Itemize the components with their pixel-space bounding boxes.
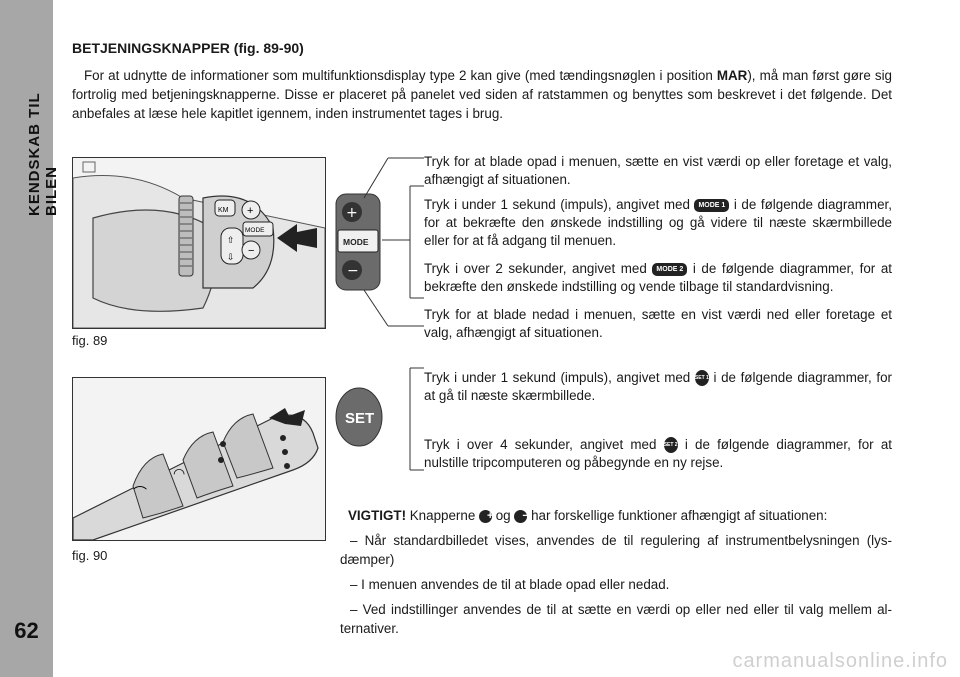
important-item: – Når standardbilledet vises, anvendes d… xyxy=(340,533,892,567)
svg-text:⌒: ⌒ xyxy=(133,485,147,501)
svg-text:MODE: MODE xyxy=(245,227,265,234)
page-number: 62 xyxy=(14,618,39,643)
mode-button-panel: + MODE − xyxy=(334,192,382,292)
mode1-icon: MODE 1 xyxy=(694,198,730,212)
set1-icon: SET 1 xyxy=(694,370,709,387)
minus-icon: − xyxy=(514,509,529,523)
fig90-label: fig. 90 xyxy=(72,548,108,563)
mode-short-description: Tryk i under 1 sekund (impuls), angivet … xyxy=(424,197,892,248)
plus-button-icon xyxy=(342,202,362,222)
svg-text:SET: SET xyxy=(345,410,374,427)
important-item: – I menuen anvendes de til at blade opad… xyxy=(350,577,670,592)
plus-icon: + xyxy=(479,509,493,523)
fig89-illustration: KM ⇧ ⇩ + MODE − xyxy=(72,157,326,329)
fig90-illustration: ⌒◠ xyxy=(72,377,326,541)
fig89-bracket-lines xyxy=(363,157,424,327)
important-note: VIGTIGT! Knapperne + og − har forskellig… xyxy=(340,508,892,636)
intro-paragraph: For at udnytte de informationer som mult… xyxy=(72,68,892,121)
svg-text:−: − xyxy=(248,245,254,257)
mode2-icon: MODE 2 xyxy=(652,262,688,276)
mode-long-description: Tryk i over 2 sekunder, angivet med MODE… xyxy=(424,261,892,294)
svg-text:◠: ◠ xyxy=(173,465,185,481)
important-label: VIGTIGT! xyxy=(348,508,407,523)
fig90-bracket-lines xyxy=(409,367,424,471)
set-long-description: Tryk i over 4 sekunder, angivet med SET … xyxy=(424,437,892,470)
wiper-stalk-drawing: ⌒◠ xyxy=(73,408,319,540)
important-item: – Ved indstillinger anvendes de til at s… xyxy=(340,602,892,636)
set-button-icon: SET xyxy=(334,386,384,448)
svg-text:KM: KM xyxy=(218,207,229,214)
svg-text:⇩: ⇩ xyxy=(227,252,235,262)
set-short-description: Tryk i under 1 sekund (impuls), angivet … xyxy=(424,370,892,403)
svg-text:MODE: MODE xyxy=(343,237,369,247)
set2-icon: SET 2 xyxy=(663,437,678,454)
watermark: carmanualsonline.info xyxy=(732,650,948,672)
svg-text:−: − xyxy=(347,263,359,279)
section-title: KENDSKAB TIL BILEN xyxy=(26,92,60,216)
steering-column-panel-drawing: KM ⇧ ⇩ + MODE − xyxy=(73,161,325,328)
minus-description: Tryk for at blade nedad i menuen, sætte … xyxy=(424,307,892,340)
sidebar xyxy=(0,0,53,677)
section-heading: BETJENINGSKNAPPER (fig. 89-90) xyxy=(72,40,304,56)
plus-description: Tryk for at blade opad i menuen, sætte e… xyxy=(424,154,892,187)
fig89-label: fig. 89 xyxy=(72,333,108,348)
minus-button-icon xyxy=(342,260,362,280)
svg-text:+: + xyxy=(346,205,358,221)
svg-text:+: + xyxy=(247,205,253,217)
svg-text:⇧: ⇧ xyxy=(227,235,235,245)
